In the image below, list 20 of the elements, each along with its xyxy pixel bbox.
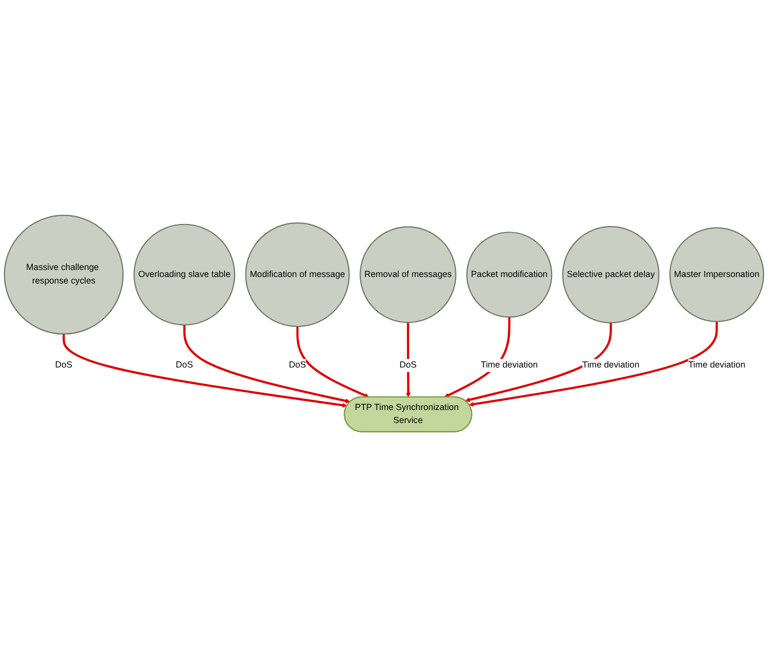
arrow: [62, 334, 348, 408]
node-circle: Overloading slave table: [134, 224, 236, 326]
edge-label: Time deviation: [582, 360, 640, 370]
node-circle: Modification of message: [245, 222, 350, 327]
arrow: [406, 322, 411, 398]
arrow: [296, 326, 370, 398]
edge-label: Time deviation: [480, 360, 538, 370]
arrow: [465, 322, 612, 402]
arrow: [183, 324, 350, 404]
edge-label: DoS: [399, 360, 417, 370]
edge-label: DoS: [288, 360, 306, 370]
arrow: [468, 322, 718, 407]
node-circle: Massive challenge response cycles: [4, 214, 124, 335]
edge-label: Time deviation: [688, 360, 746, 370]
edge-label: DoS: [55, 360, 72, 370]
node-circle: Master Impersonation: [669, 227, 764, 322]
node-circle: Packet modification: [466, 232, 552, 318]
node-circle: Selective packet delay: [562, 226, 660, 324]
edge-label: DoS: [176, 360, 193, 370]
node-circle: Removal of messages: [360, 226, 456, 324]
